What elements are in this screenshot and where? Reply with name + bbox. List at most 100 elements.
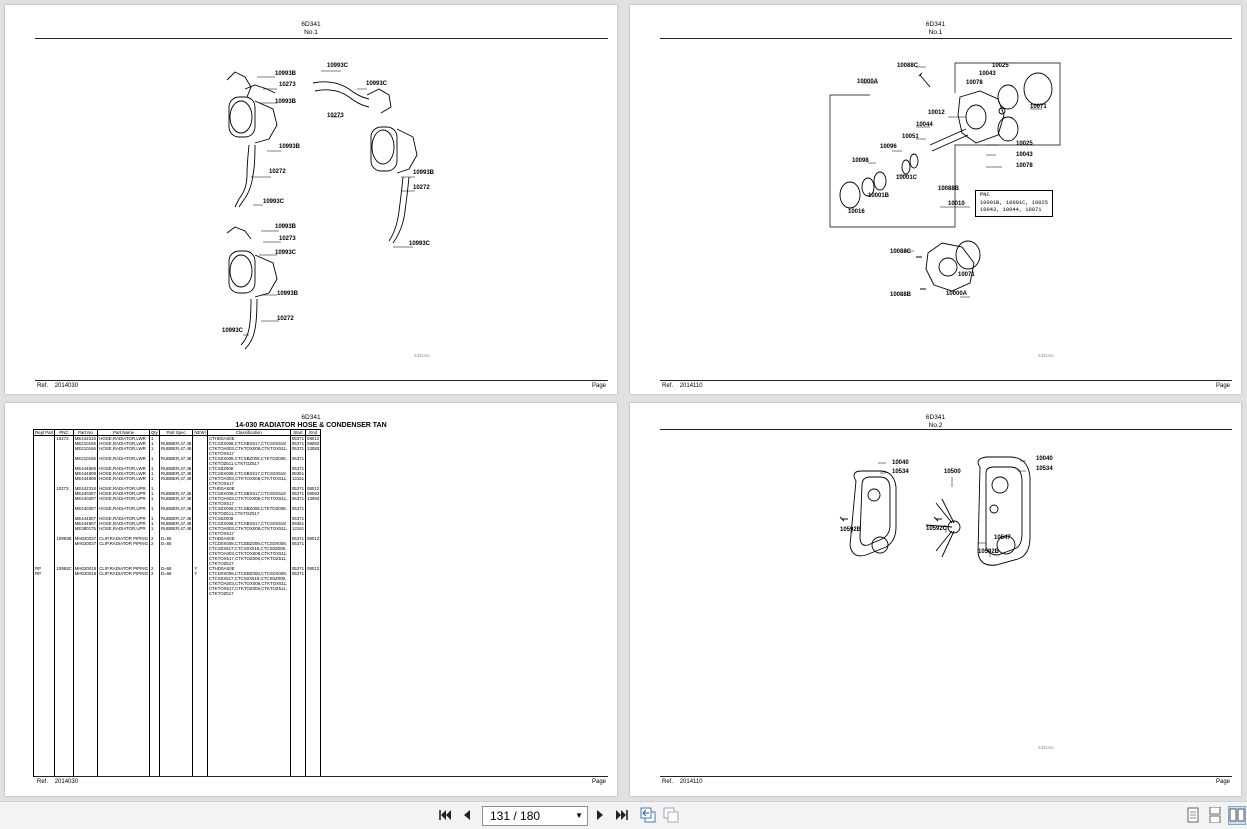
last-page-button[interactable] [615, 808, 629, 822]
cell-new [192, 471, 208, 476]
cell-pnc: 10993B [54, 536, 74, 541]
footer-rule [660, 380, 1232, 381]
cell-pnc: 10272 [54, 435, 74, 441]
cell-pnc [54, 546, 74, 551]
previous-page-button[interactable] [461, 808, 473, 822]
footer-ref: Ref. 2014110 [662, 383, 703, 389]
cell-pnc [54, 456, 74, 461]
cell-part-spec: RUBBER,47,48 [158, 496, 194, 501]
cell-end [305, 576, 322, 581]
forward-view-button[interactable] [663, 807, 679, 823]
header-rule [660, 429, 1232, 430]
cell-start: 05371 [289, 506, 307, 511]
cell-end: 09083 [305, 441, 322, 446]
cell-part-no: ME440307 [72, 506, 99, 511]
footer-page: Page [591, 383, 606, 389]
table-row: CTKTOA003,CTKTOX008,CTKTOX511, [32, 551, 322, 556]
part-label: 10993B [279, 144, 301, 150]
first-page-button[interactable] [438, 808, 452, 822]
cell-new [192, 461, 208, 466]
cell-new [192, 466, 208, 471]
fan-belt-drawing [839, 456, 1031, 566]
cell-end: 08012 [305, 486, 322, 491]
hose-assembly-drawing [226, 70, 418, 350]
cell-pnc [54, 591, 74, 596]
page-indicator: 131 / 180 [490, 809, 541, 823]
cell-pnc [54, 541, 74, 546]
cell-new [192, 486, 208, 491]
cell-part-name: CLIP,RADIATOR PIPING [97, 566, 150, 571]
back-view-button[interactable] [640, 807, 656, 823]
cell-new [192, 551, 208, 556]
cell-part-no: ME444808 [72, 476, 99, 481]
page-number-select[interactable]: 131 / 180 ▼ [482, 806, 588, 826]
drawing-code: 2331AA [1038, 353, 1055, 358]
cell-part-no: ME440307 [72, 496, 99, 501]
part-label: 10025 [992, 63, 1009, 69]
cell-part-name [97, 551, 150, 556]
part-label: 10993C [327, 63, 349, 69]
cell-part-no: ME444807 [72, 516, 99, 521]
next-page-icon [597, 810, 603, 820]
cell-part-name: HOSE,RADIATOR,LWR [97, 441, 150, 446]
table-row: CTCS0X517,CTCS0X518,CTCS0Z008, [32, 546, 322, 551]
cell-part-no: ME210166 [72, 456, 99, 461]
drawing-code: 2331AA [414, 353, 431, 358]
cell-part-name: HOSE,RADIATOR,UPR [97, 526, 150, 531]
footer-rule [35, 776, 608, 777]
footer-ref: Ref. 2014030 [37, 779, 79, 785]
cell-part-no: MH020037 [72, 536, 99, 541]
cell-pnc [54, 496, 74, 501]
cell-part-name [97, 451, 150, 456]
cell-part-no: ME442316 [72, 435, 99, 441]
cell-part-name: HOSE,RADIATOR,UPR [97, 521, 150, 526]
cell-new [192, 561, 208, 566]
cell-part-name: CLIP,RADIATOR PIPING [97, 541, 150, 546]
single-page-icon [1187, 807, 1199, 823]
two-page-view-button[interactable] [1228, 806, 1246, 825]
part-label: 10078 [1016, 163, 1033, 169]
cell-end [305, 461, 322, 466]
part-label: 10272 [277, 316, 294, 322]
cell-new [192, 581, 208, 586]
cell-part-name: HOSE,RADIATOR,LWR [97, 466, 150, 471]
cell-part-no: ME444808 [72, 471, 99, 476]
next-page-button[interactable] [594, 808, 606, 822]
cell-new: Y [192, 566, 208, 571]
part-label: 10043 [979, 71, 996, 77]
cell-end [305, 516, 322, 521]
cell-part-name [97, 556, 150, 561]
part-label: 10993B [275, 99, 297, 105]
cell-part-name [97, 591, 150, 596]
part-label: 10000A [857, 79, 879, 85]
cell-part-no [72, 586, 99, 591]
viewer-toolbar: 131 / 180 ▼ [0, 801, 1247, 829]
part-label: 10993C [263, 199, 285, 205]
previous-page-icon [464, 810, 470, 820]
part-label: 10592B [840, 527, 862, 533]
cell-part-name [97, 586, 150, 591]
cell-part-spec: RUBBER,47,48 [158, 446, 194, 451]
cell-pnc [54, 511, 74, 516]
part-label: 10071 [1030, 104, 1047, 110]
cell-part-name: HOSE,RADIATOR,UPR [97, 516, 150, 521]
col-new: NEW! [192, 429, 208, 436]
single-page-view-button[interactable] [1186, 807, 1200, 823]
part-label: 10016 [848, 209, 865, 215]
continuous-view-button[interactable] [1208, 807, 1222, 823]
cell-pnc: 10273 [54, 486, 74, 491]
part-label: 10096 [880, 144, 897, 150]
part-label: 10001B [868, 193, 890, 199]
page-number-label: No.2 [928, 422, 943, 429]
table-row: CTKTOX517 [32, 531, 322, 536]
header-rule [35, 38, 608, 39]
table-row: CTKTOX517,CTKTOZ008,CTKTOZ511, [32, 556, 322, 561]
cell-part-name: CLIP,RADIATOR PIPING [97, 571, 150, 576]
cell-part-no: ME210166 [72, 446, 99, 451]
cell-pnc [54, 441, 74, 446]
